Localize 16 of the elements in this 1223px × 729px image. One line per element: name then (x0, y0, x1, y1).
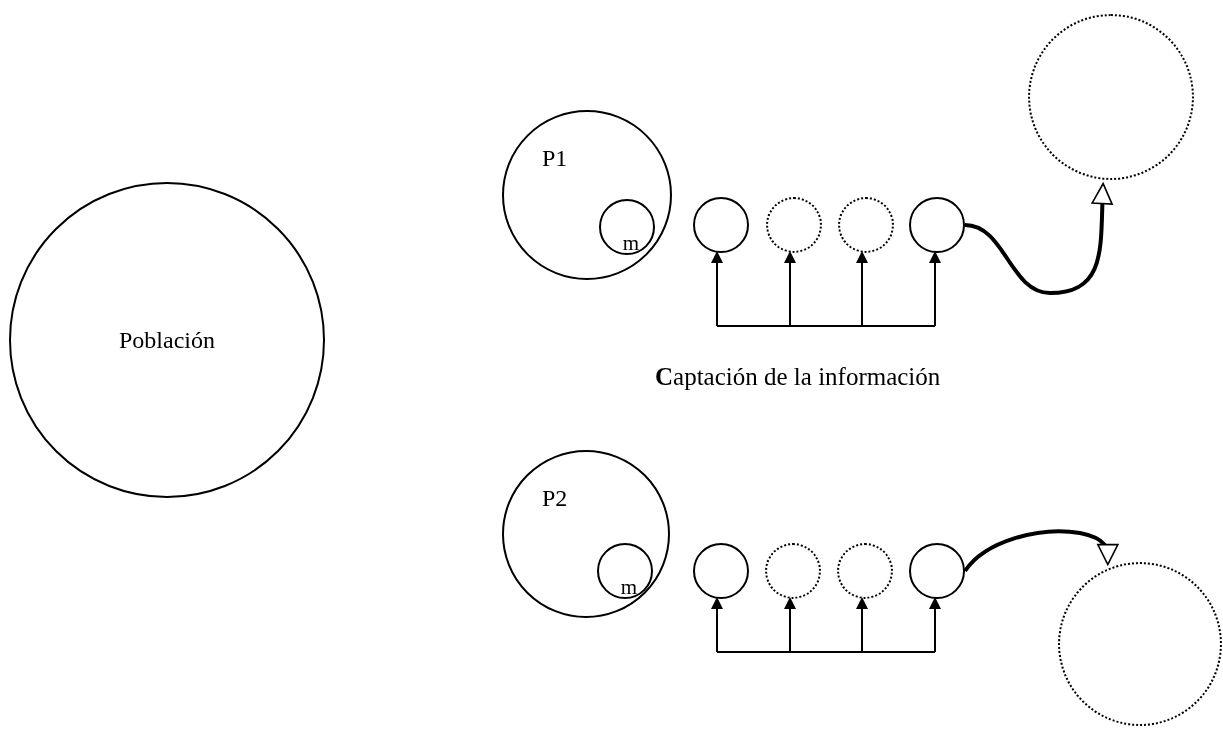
arrow (929, 251, 941, 327)
node-label: m (620, 577, 638, 597)
caption-text: Captación de la información (655, 362, 941, 392)
arrow (784, 597, 796, 653)
node-label: P1 (542, 144, 568, 173)
curved-arrow (964, 182, 1114, 295)
arrow (711, 597, 723, 653)
curved-arrow (963, 529, 1119, 573)
arrow (856, 251, 868, 327)
node-label: Población (119, 326, 215, 355)
arrow (856, 597, 868, 653)
node-label: P2 (542, 484, 568, 513)
arrow (929, 597, 941, 653)
arrow (711, 251, 723, 327)
arrow (784, 251, 796, 327)
node-label: m (622, 233, 640, 253)
